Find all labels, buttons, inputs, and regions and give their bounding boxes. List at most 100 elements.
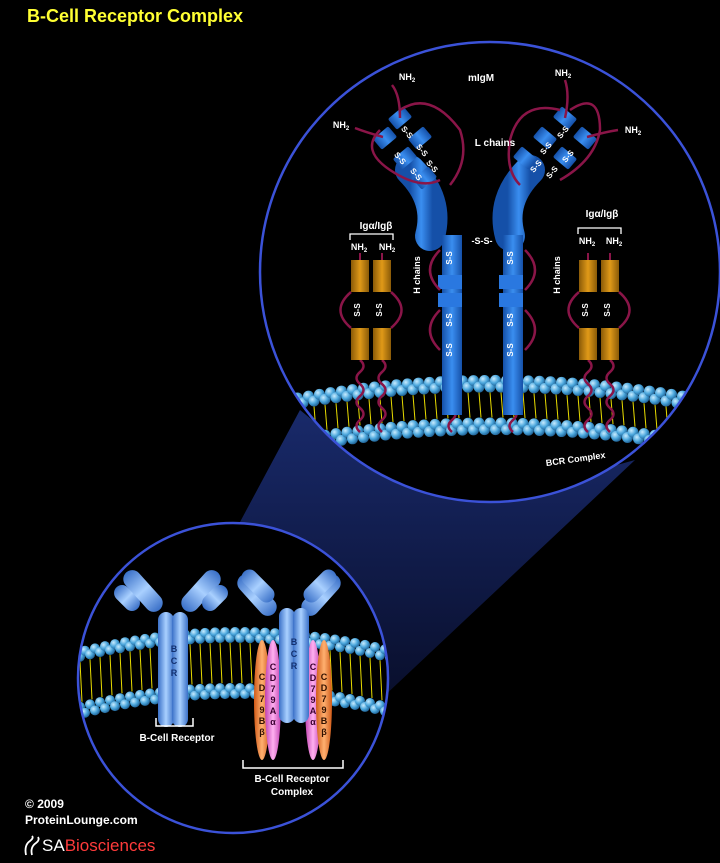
heavy-chain-loop [428,249,441,291]
lipid-head [264,439,276,451]
tm-tail [583,359,593,433]
light-chain-domain [533,127,557,149]
site-credit: ProteinLounge.com [25,813,138,827]
cd79b-letter: C [321,672,328,682]
heavy-chain-domain [438,293,462,307]
nh2-label: NH2 [625,125,642,137]
cd79b-letter: 9 [321,705,326,715]
lipid-tail [522,392,526,419]
lipid-tail [229,642,233,684]
ig-domain [351,260,369,292]
light-chain-domain [553,147,577,169]
lipid-head [699,394,710,406]
light-chain-domain [393,147,417,169]
lipid-tail [70,664,72,704]
lipid-head [655,436,666,448]
ig-domain [373,328,391,360]
lipid-tail [566,395,570,421]
cd79a-letter: 9 [310,695,315,705]
ig-label-right: Igα/Igβ [586,209,619,220]
ig-domain [351,328,369,360]
lipid-head [360,639,370,650]
cd79b-letter: 7 [321,694,326,704]
lipid-tail [269,414,273,440]
lipid-head [65,704,75,714]
cd79a-letter: α [310,717,316,727]
ig-domain [601,328,619,360]
lipid-tail [412,395,416,421]
ig-loop [390,291,403,329]
lipid-head [633,384,644,396]
figure-title: B-Cell Receptor Complex [27,6,244,26]
ig-loop [618,291,631,329]
ig-bracket [349,233,394,240]
light-chain-domain [408,127,432,149]
ig-domain [373,260,391,292]
lipid-head [90,705,100,716]
lipid-tail [99,657,103,698]
bcr-bracket [155,718,194,727]
cd79b-letter: 9 [259,705,264,715]
ig-bracket [577,227,622,234]
lipid-head [693,401,705,413]
lipid-head [120,699,130,710]
brand-sa: SA [42,836,65,855]
cd79a-letter: 7 [310,684,315,694]
light-chain-domain [573,127,597,149]
cd79b-letter: D [259,683,266,693]
nh2-label: NH2 [606,236,623,248]
cd79a-letter: 9 [270,695,275,705]
ig-domain [579,328,597,360]
disulfide-label: S-S [445,343,454,357]
bcr-left-letters: BCR [171,644,178,678]
bcr-label: B-Cell Receptor [139,733,214,744]
lipid-tail [339,652,343,693]
lipid-head [330,634,340,645]
disulfide-label: S-S [506,313,515,327]
brand-swirl-icon [24,835,40,856]
complex-label-2: Complex [271,787,314,798]
complex-bracket [242,760,344,769]
nh2-label: NH2 [351,242,368,254]
lipid-tail [621,400,625,426]
disulfide-label: S-S [603,303,612,317]
cd79a-letter: C [270,662,277,672]
cd79b-letter: B [321,716,328,726]
lipid-tail [434,393,438,419]
lipid-head [347,433,358,445]
cd79b-letter: 7 [259,694,264,704]
lipid-head [336,434,347,446]
lipid-head [369,430,380,442]
light-chain-domains [354,79,619,189]
lipid-head [666,388,677,400]
h-s-s-link: -S-S- [472,236,493,246]
complex-label-1: B-Cell Receptor [254,774,329,785]
ig-loop [567,291,580,329]
lipid-tail [687,410,691,436]
lipid-head [380,429,391,441]
lipid-tail [654,404,658,430]
lipid-tail [89,659,93,700]
lipid-head [391,428,402,440]
h-chains-label-right: H chains [552,256,562,294]
lipid-tail [139,649,143,690]
heavy-chain-loop [428,309,441,351]
lipid-head [677,439,688,451]
copyright-symbol: © [25,797,34,811]
cd79a-letter: A [270,706,277,716]
n-term-linker [563,79,569,119]
lipid-tail [189,644,193,685]
lipid-head [671,433,683,445]
lipid-tail [368,399,372,425]
lipid-tail [533,393,537,419]
cd79b-letter: D [321,683,328,693]
cd79b-letter: β [321,727,327,737]
cd79a-letter: A [310,706,317,716]
nh2-label: NH2 [379,242,396,254]
lipid-tail [709,414,713,440]
cd79a-letter: α [270,717,276,727]
lipid-head [682,435,694,447]
lipid-head [370,642,380,653]
